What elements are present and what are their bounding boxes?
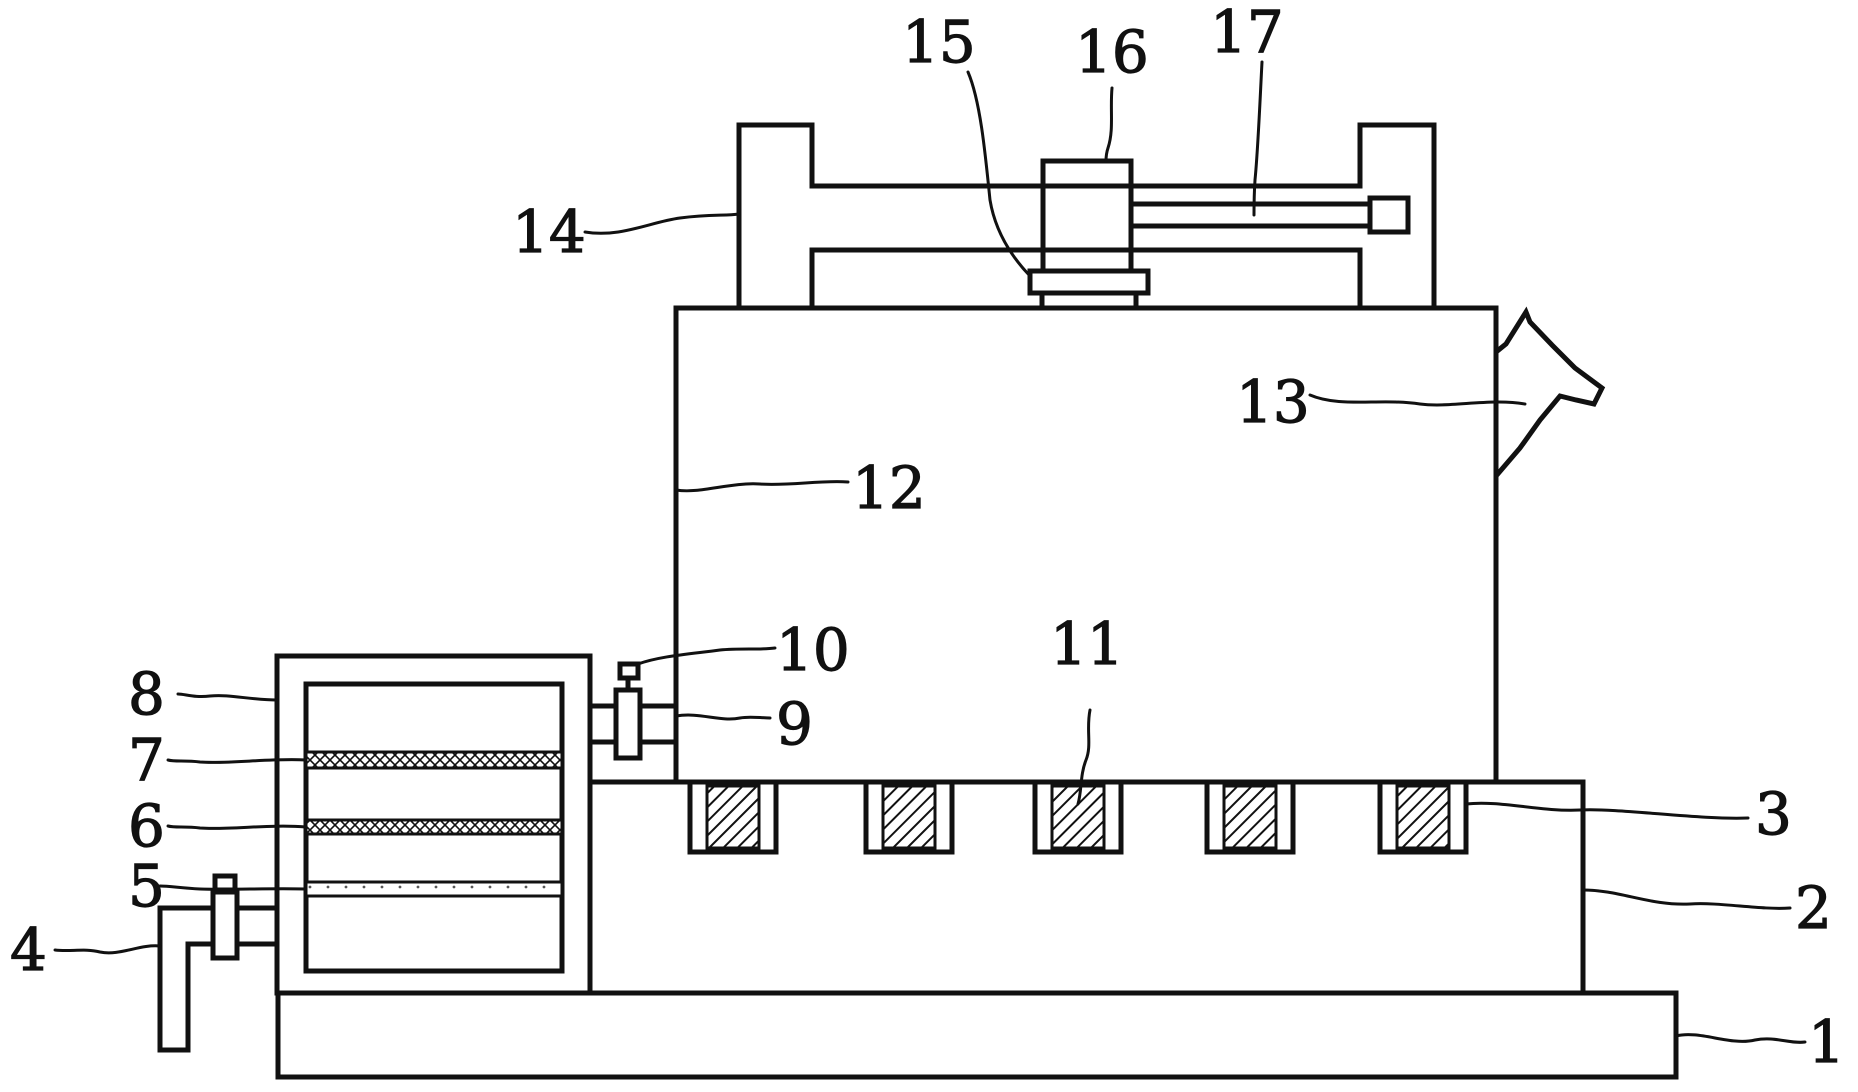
leader-7 — [166, 758, 308, 764]
leader-15 — [966, 70, 1032, 278]
leader-17 — [1252, 60, 1264, 217]
label-3: 3 — [1755, 780, 1792, 848]
leader-8 — [176, 692, 279, 702]
valve-body — [613, 687, 643, 761]
motor — [1040, 158, 1134, 274]
label-8: 8 — [128, 660, 165, 728]
label-16: 16 — [1075, 18, 1149, 86]
callout-labels: 1 2 3 4 5 6 7 8 9 10 11 12 13 14 15 16 1… — [9, 0, 1845, 1077]
label-1: 1 — [1808, 1008, 1845, 1076]
label-15: 15 — [902, 8, 976, 76]
leader-lines — [53, 60, 1807, 1044]
leader-11 — [1076, 708, 1092, 806]
label-2: 2 — [1795, 874, 1832, 942]
filter-box-outer — [274, 653, 593, 996]
leader-9 — [674, 713, 772, 721]
label-14: 14 — [512, 198, 586, 266]
valve-cap — [617, 661, 641, 681]
top-frame — [736, 122, 1437, 308]
block-4-fill — [1222, 784, 1278, 850]
guide-rails — [1131, 195, 1411, 235]
label-5: 5 — [128, 852, 165, 920]
main-housing — [673, 305, 1499, 785]
block-5-fill — [1395, 784, 1451, 850]
leader-10 — [636, 646, 777, 666]
outlet-pipe — [157, 905, 277, 1053]
label-13: 13 — [1236, 368, 1310, 436]
leader-6 — [166, 824, 308, 830]
leader-16 — [1104, 86, 1114, 163]
leader-4 — [53, 944, 162, 955]
leader-13 — [1308, 393, 1527, 407]
label-4: 4 — [10, 916, 47, 984]
block-1-fill — [705, 784, 761, 850]
label-6: 6 — [128, 792, 165, 860]
label-12: 12 — [852, 454, 926, 522]
label-9: 9 — [776, 690, 813, 758]
leader-5 — [158, 884, 308, 891]
connecting-pipe — [590, 703, 676, 745]
label-17: 17 — [1210, 0, 1284, 66]
leader-12 — [674, 480, 850, 493]
leader-1 — [1674, 1033, 1807, 1044]
coupling-flange — [1027, 268, 1151, 296]
filter-layer-5 — [304, 880, 564, 898]
outlet-spout — [1494, 306, 1606, 478]
base-plate — [275, 990, 1679, 1080]
block-3-fill — [1050, 784, 1106, 850]
leader-3 — [1464, 801, 1750, 820]
block-2-fill — [881, 784, 937, 850]
coupling-stems — [1039, 293, 1139, 308]
label-11: 11 — [1050, 610, 1124, 678]
filter-layer-7 — [304, 750, 564, 770]
label-7: 7 — [128, 726, 165, 794]
tap-body — [210, 889, 240, 961]
filter-layer-6 — [304, 818, 564, 836]
label-10: 10 — [776, 616, 850, 684]
leader-14 — [583, 212, 741, 235]
leader-2 — [1581, 888, 1792, 910]
hatched-blocks — [687, 779, 1469, 855]
